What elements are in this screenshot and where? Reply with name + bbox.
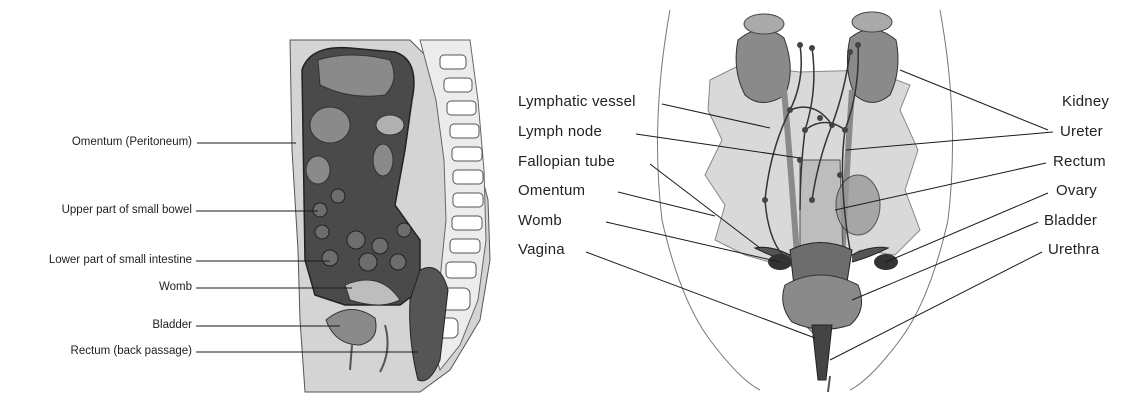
label-vagina: Vagina [518, 241, 565, 258]
sagittal-diagram: Omentum (Peritoneum) Upper part of small… [0, 0, 540, 396]
label-kidney: Kidney [1062, 93, 1109, 110]
label-urethra: Urethra [1048, 241, 1099, 258]
label-womb-frontal: Womb [518, 212, 562, 229]
label-bladder-left: Bladder [152, 319, 192, 331]
label-fallopian-tube: Fallopian tube [518, 153, 615, 170]
label-lymph-node: Lymph node [518, 123, 602, 140]
label-lymphatic-vessel: Lymphatic vessel [518, 93, 636, 110]
sagittal-illustration [0, 0, 540, 396]
frontal-illustration [500, 0, 1124, 396]
label-omentum-peritoneum: Omentum (Peritoneum) [72, 136, 192, 148]
label-omentum-frontal: Omentum [518, 182, 585, 199]
label-rectum-frontal: Rectum [1053, 153, 1106, 170]
label-bladder-frontal: Bladder [1044, 212, 1097, 229]
label-upper-small-bowel: Upper part of small bowel [62, 204, 192, 216]
frontal-diagram: Lymphatic vessel Lymph node Fallopian tu… [500, 0, 1124, 396]
label-womb-left: Womb [159, 281, 192, 293]
label-lower-small-intestine: Lower part of small intestine [49, 254, 192, 266]
bladder-frontal [783, 275, 862, 329]
label-ovary: Ovary [1056, 182, 1097, 199]
label-rectum-back-passage: Rectum (back passage) [71, 345, 192, 357]
label-ureter: Ureter [1060, 123, 1103, 140]
